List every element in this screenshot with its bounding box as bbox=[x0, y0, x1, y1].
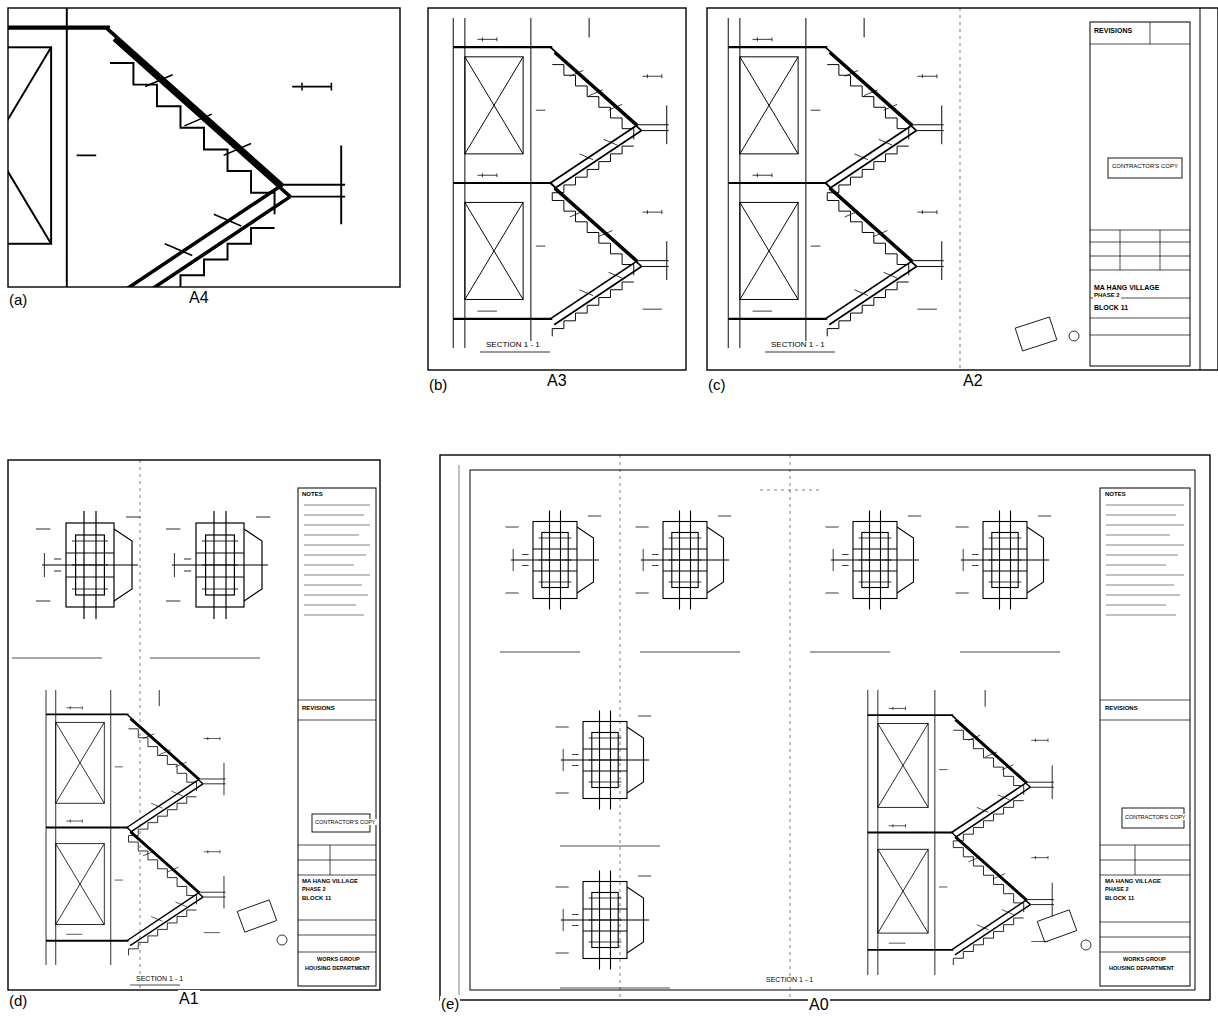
project-name: PHASE 2 bbox=[1104, 886, 1130, 892]
panel-letter: (d) bbox=[8, 993, 28, 1010]
section-title: SECTION 1 - 1 bbox=[135, 975, 184, 983]
project-name: MA HANG VILLAGE bbox=[1093, 284, 1160, 292]
section-title: SECTION 1 - 1 bbox=[770, 341, 826, 350]
project-name: MA HANG VILLAGE bbox=[301, 878, 359, 885]
project-name: PHASE 2 bbox=[301, 886, 327, 892]
footer-text: HOUSING DEPARTMENT bbox=[1108, 965, 1175, 971]
stamp-text: CONTRACTOR'S COPY bbox=[1111, 163, 1179, 170]
project-name: MA HANG VILLAGE bbox=[1104, 878, 1162, 885]
block-name: BLOCK 11 bbox=[1104, 895, 1135, 902]
paper-size: A0 bbox=[808, 996, 830, 1014]
panel-letter: (b) bbox=[428, 377, 448, 394]
paper-size: A1 bbox=[178, 990, 200, 1008]
panel-letter: (c) bbox=[707, 377, 727, 394]
block-heading: REVISIONS bbox=[1093, 27, 1133, 35]
panel-letter: (a) bbox=[8, 292, 28, 309]
block-heading: NOTES bbox=[301, 491, 324, 498]
stamp-text: CONTRACTOR'S COPY bbox=[314, 819, 377, 825]
block-heading: NOTES bbox=[1104, 491, 1127, 498]
block-name: BLOCK 11 bbox=[1093, 304, 1129, 312]
paper-size: A3 bbox=[546, 372, 568, 390]
stamp-text: CONTRACTOR'S COPY bbox=[1124, 814, 1187, 820]
footer-text: WORKS GROUP bbox=[316, 956, 361, 962]
paper-size: A2 bbox=[962, 372, 984, 390]
block-name: BLOCK 11 bbox=[301, 895, 332, 902]
paper-size: A4 bbox=[188, 289, 210, 307]
footer-text: WORKS GROUP bbox=[1122, 956, 1167, 962]
footer-text: HOUSING DEPARTMENT bbox=[304, 965, 371, 971]
block-heading: REVISIONS bbox=[1104, 705, 1139, 712]
panel-letter: (e) bbox=[440, 996, 460, 1013]
section-title: SECTION 1 - 1 bbox=[485, 341, 541, 350]
project-name: PHASE 2 bbox=[1093, 292, 1121, 299]
section-title: SECTION 1 - 1 bbox=[765, 976, 814, 984]
block-heading: REVISIONS bbox=[301, 705, 336, 712]
